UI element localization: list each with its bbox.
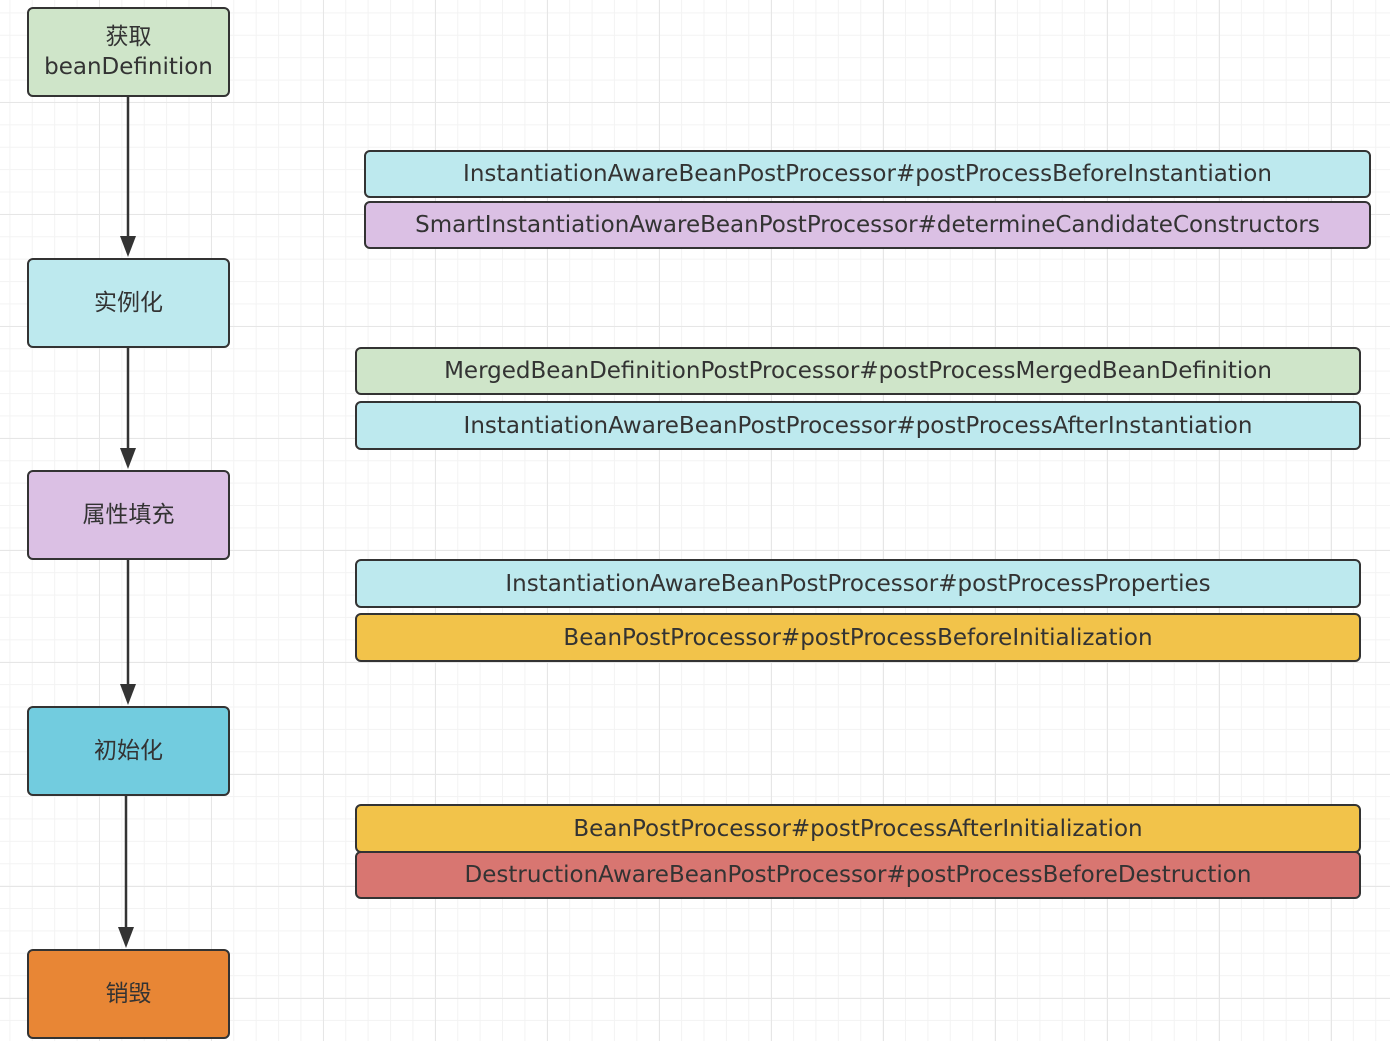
hook-label: InstantiationAwareBeanPostProcessor#post… (505, 570, 1211, 597)
stage-destroy[interactable]: 销毁 (27, 949, 230, 1039)
hook-label: SmartInstantiationAwareBeanPostProcessor… (415, 212, 1320, 238)
stage-label: 获取 (105, 24, 152, 50)
hook-before-initialization[interactable]: BeanPostProcessor#postProcessBeforeIniti… (355, 613, 1361, 662)
hook-label: DestructionAwareBeanPostProcessor#postPr… (464, 862, 1252, 888)
stage-populate-properties[interactable]: 属性填充 (27, 470, 230, 560)
stage-initialize[interactable]: 初始化 (27, 706, 230, 796)
hook-post-process-properties[interactable]: InstantiationAwareBeanPostProcessor#post… (355, 559, 1361, 608)
arrow-populate-to-initialize (120, 560, 136, 705)
hook-label: InstantiationAwareBeanPostProcessor#post… (463, 412, 1253, 439)
stage-label: 销毁 (105, 981, 152, 1007)
hook-label: BeanPostProcessor#postProcessAfterInitia… (573, 815, 1143, 842)
stage-get-bean-definition[interactable]: 获取 beanDefinition (27, 7, 230, 97)
hook-after-instantiation[interactable]: InstantiationAwareBeanPostProcessor#post… (355, 401, 1361, 450)
arrow-instantiate-to-populate (120, 348, 136, 469)
hook-label: BeanPostProcessor#postProcessBeforeIniti… (563, 624, 1153, 651)
stage-label: 属性填充 (82, 502, 175, 528)
stage-label: 实例化 (94, 290, 163, 316)
hook-post-process-merged-bean-definition[interactable]: MergedBeanDefinitionPostProcessor#postPr… (355, 347, 1361, 395)
arrow-initialize-to-destroy (118, 796, 134, 948)
stage-label: 初始化 (94, 738, 163, 764)
hook-determine-candidate-constructors[interactable]: SmartInstantiationAwareBeanPostProcessor… (364, 201, 1371, 249)
hook-after-initialization[interactable]: BeanPostProcessor#postProcessAfterInitia… (355, 804, 1361, 853)
hook-before-destruction[interactable]: DestructionAwareBeanPostProcessor#postPr… (355, 851, 1361, 899)
stage-label-line2: beanDefinition (44, 54, 213, 80)
arrow-get-to-instantiate (120, 97, 136, 257)
hook-label: MergedBeanDefinitionPostProcessor#postPr… (444, 358, 1272, 384)
stage-instantiate[interactable]: 实例化 (27, 258, 230, 348)
hook-before-instantiation[interactable]: InstantiationAwareBeanPostProcessor#post… (364, 150, 1371, 198)
hook-label: InstantiationAwareBeanPostProcessor#post… (463, 161, 1272, 187)
